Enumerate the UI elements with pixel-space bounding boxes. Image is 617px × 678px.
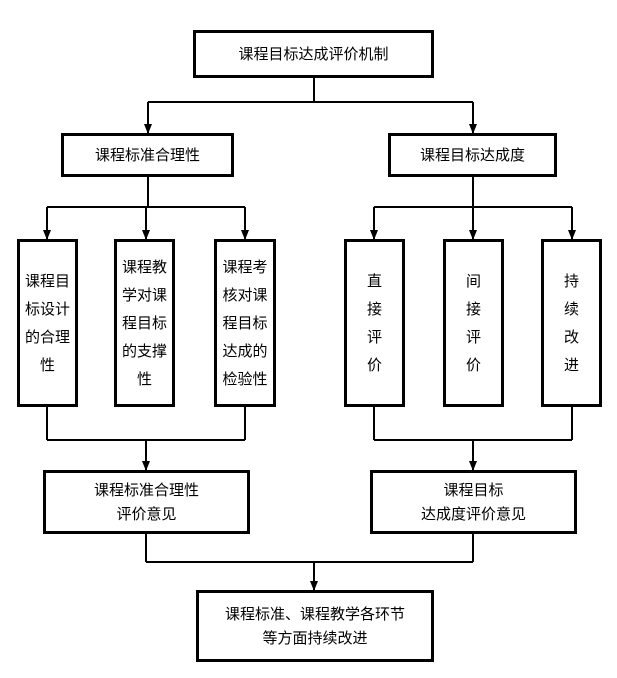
right-branch-title: 课程目标达成度 xyxy=(419,146,525,164)
right-branch-box: 课程目标达成度 xyxy=(388,133,557,177)
bottom-box: 课程标准、课程教学各环节 等方面持续改进 xyxy=(196,590,434,662)
left-item-box-2: 课程教学对课程目标的支撑性 xyxy=(114,239,175,407)
top-label: 课程目标达成评价机制 xyxy=(238,45,389,63)
right-item-2: 间接评价 xyxy=(465,272,481,374)
right-result-box: 课程目标 达成度评价意见 xyxy=(370,470,577,534)
right-item-1: 直接评价 xyxy=(366,272,382,374)
left-item-1: 课程目标设计的合理性 xyxy=(24,272,70,374)
bottom-line1: 课程标准、课程教学各环节 xyxy=(224,605,405,623)
top-box: 课程目标达成评价机制 xyxy=(193,30,434,78)
left-result-line2: 评价意见 xyxy=(116,505,177,523)
right-item-box-3: 持续改进 xyxy=(541,239,602,407)
right-item-box-1: 直接评价 xyxy=(344,239,405,407)
bottom-line2: 等方面持续改进 xyxy=(262,629,368,647)
right-item-box-2: 间接评价 xyxy=(443,239,504,407)
left-result-box: 课程标准合理性 评价意见 xyxy=(43,470,250,534)
right-item-3: 持续改进 xyxy=(563,272,579,374)
right-result-line1: 课程目标 xyxy=(443,481,504,499)
left-branch-box: 课程标准合理性 xyxy=(61,133,234,177)
left-result-line1: 课程标准合理性 xyxy=(93,481,199,499)
left-branch-title: 课程标准合理性 xyxy=(94,146,200,164)
left-item-box-1: 课程目标设计的合理性 xyxy=(17,239,78,407)
left-item-2: 课程教学对课程目标的支撑性 xyxy=(121,258,167,388)
left-item-box-3: 课程考核对课程目标达成的检验性 xyxy=(214,239,276,407)
left-item-3: 课程考核对课程目标达成的检验性 xyxy=(222,258,268,388)
right-result-line2: 达成度评价意见 xyxy=(420,505,526,523)
